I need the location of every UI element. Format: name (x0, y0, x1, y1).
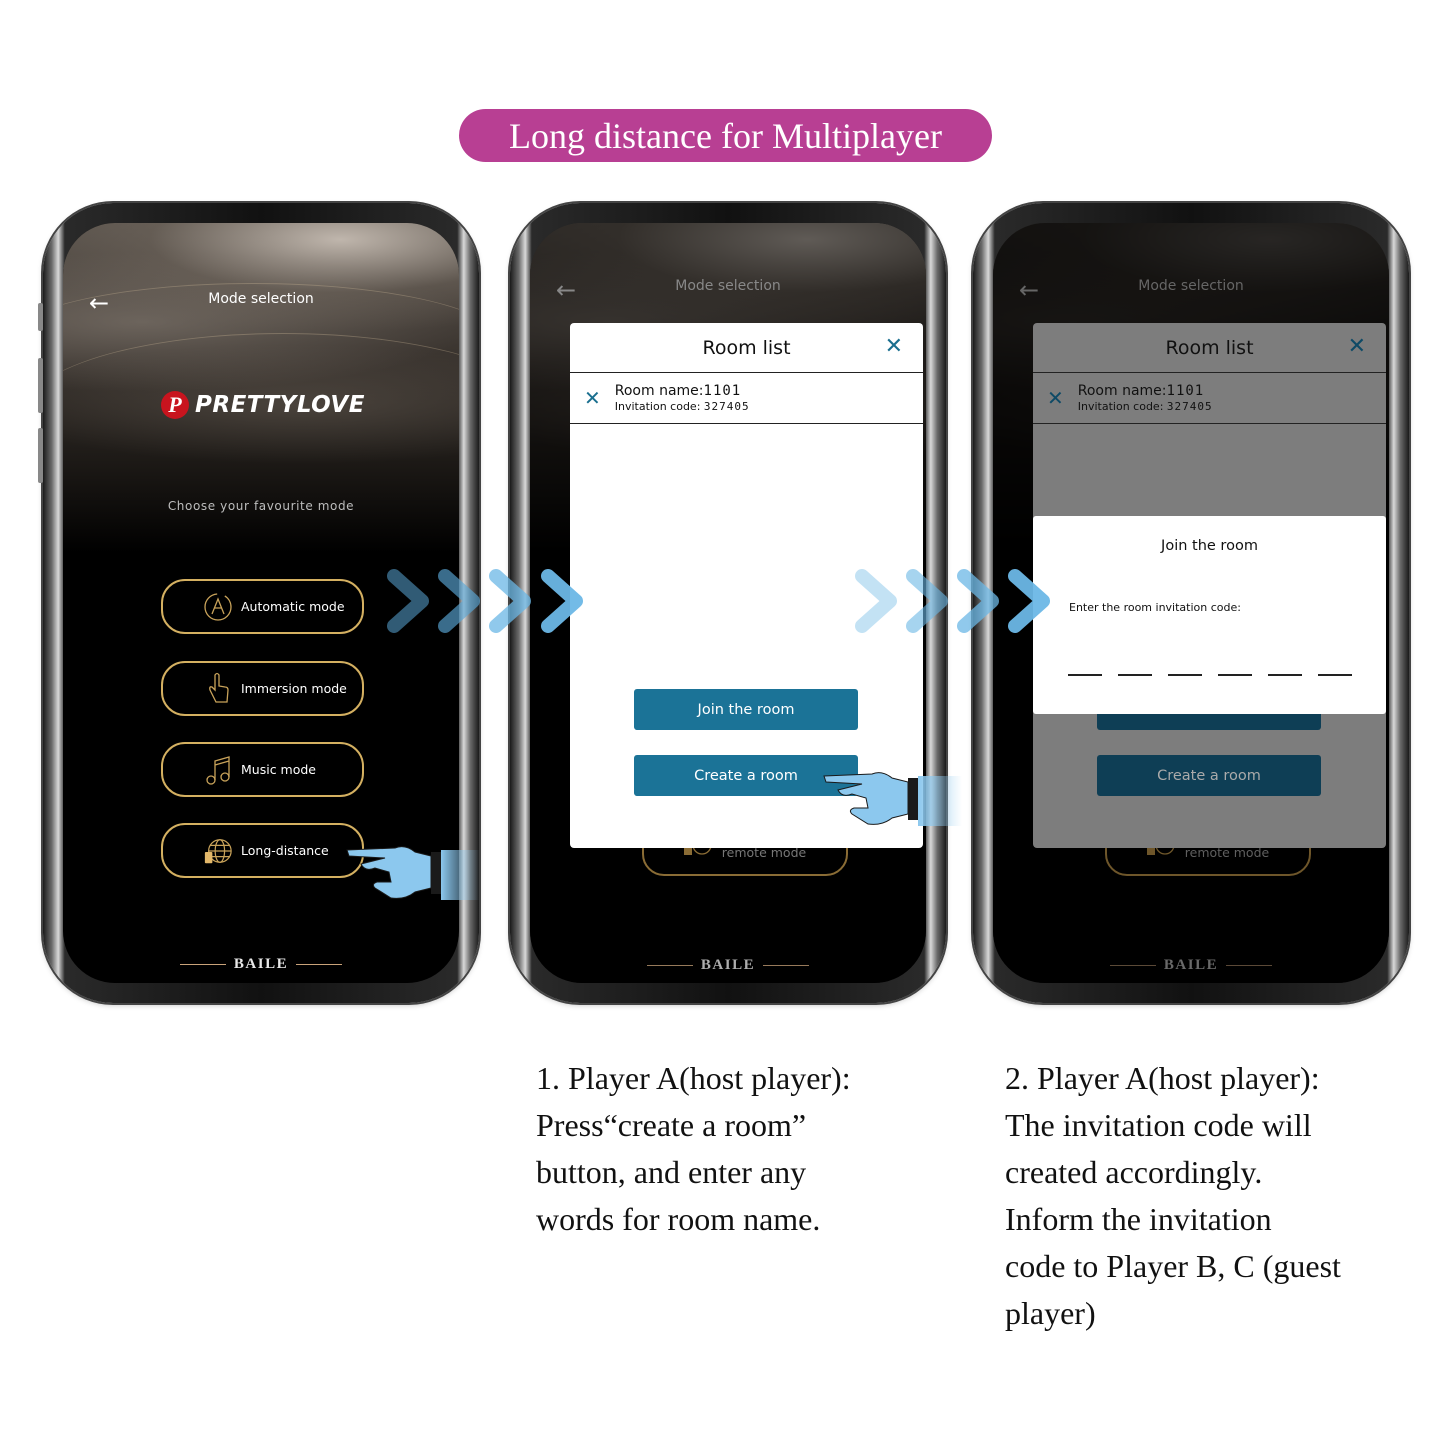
phone-1: ← Mode selection P PRETTYLOVE Choose you… (38, 203, 479, 1003)
join-room-dialog: Join the room Enter the room invitation … (1033, 516, 1386, 714)
behind-button-label: remote mode (721, 845, 807, 860)
behind-button-label: remote mode (1184, 845, 1270, 860)
divider (1109, 964, 1156, 967)
code-digit-slot[interactable] (1118, 674, 1152, 676)
modal-header: Room list ✕ (1033, 323, 1386, 373)
brand-name: BAILE (700, 957, 756, 973)
phone-2: ← Mode selection remote mode Room list ✕… (510, 203, 946, 1003)
chevron-right-icon (437, 568, 483, 634)
room-name: Room name:1101 (1077, 383, 1205, 399)
modal-title: Room list (702, 336, 791, 359)
delete-room-icon[interactable]: ✕ (584, 386, 601, 410)
code-digit-slot[interactable] (1218, 674, 1252, 676)
banner-title: Long distance for Multiplayer (509, 115, 942, 156)
chevron-right-icon (905, 568, 951, 634)
footer-brand: BAILE (993, 957, 1389, 974)
close-icon: ✕ (1347, 334, 1366, 359)
brand-name: BAILE (233, 956, 289, 972)
code-digit-slot[interactable] (1268, 674, 1302, 676)
logo-text: PRETTYLOVE (195, 392, 365, 418)
room-list-item[interactable]: ✕ Room name:1101 Invitation code: 327405 (570, 373, 923, 424)
divider (179, 963, 226, 966)
phone-screen: ← Mode selection P PRETTYLOVE Choose you… (63, 223, 459, 983)
letter-a-cycle-icon (203, 592, 233, 622)
nav-title: Mode selection (1138, 278, 1244, 294)
pointing-hand-icon (822, 768, 962, 836)
brand-logo: P PRETTYLOVE (161, 391, 365, 419)
brand-name: BAILE (1163, 957, 1219, 973)
mode-label: Automatic mode (241, 599, 345, 614)
wave-line (63, 283, 459, 403)
long-distance-button[interactable]: Long-distance (161, 823, 364, 878)
create-room-button: Create a room (1097, 755, 1321, 796)
room-invitation-code: Invitation code: 327405 (1077, 400, 1213, 413)
modal-title: Room list (1165, 336, 1254, 359)
chevron-right-icon (386, 568, 432, 634)
dialog-title: Join the room (1161, 538, 1258, 554)
room-name: Room name:1101 (614, 383, 742, 399)
room-invitation-code: Invitation code: 327405 (614, 400, 750, 413)
chevron-right-icon (854, 568, 900, 634)
nav-title: Mode selection (675, 278, 781, 294)
arrow-left-icon[interactable]: ← (89, 289, 110, 317)
music-mode-button[interactable]: Music mode (161, 742, 364, 797)
divider (296, 963, 343, 966)
phone-side-button (38, 303, 43, 331)
phone-side-button (38, 358, 43, 413)
footer-brand: BAILE (63, 956, 459, 973)
close-icon[interactable]: ✕ (884, 334, 903, 359)
footer-brand: BAILE (530, 957, 926, 974)
join-room-button[interactable]: Join the room (634, 689, 858, 730)
step-1-caption: 1. Player A(host player): Press“create a… (536, 1060, 851, 1237)
chevron-right-icon (488, 568, 534, 634)
chevron-right-icon (1007, 568, 1053, 634)
pointing-hand-icon (345, 842, 480, 910)
phone-screen: ← Mode selection remote mode Room list ✕… (530, 223, 926, 983)
title-banner: Long distance for Multiplayer (459, 109, 992, 162)
invitation-code-label: Enter the room invitation code: (1069, 601, 1241, 614)
mode-label: Music mode (241, 762, 316, 777)
create-room-button[interactable]: Create a room (634, 755, 858, 796)
code-digit-slot[interactable] (1068, 674, 1102, 676)
immersion-mode-button[interactable]: Immersion mode (161, 661, 364, 716)
subtitle: Choose your favourite mode (167, 499, 355, 513)
phone-side-button (38, 428, 43, 483)
invitation-code-input[interactable] (1068, 674, 1352, 676)
divider (646, 964, 693, 967)
wave-line (63, 333, 459, 493)
phone-3: ← Mode selection remote mode Room list ✕… (973, 203, 1409, 1003)
code-digit-slot[interactable] (1318, 674, 1352, 676)
phone-screen: ← Mode selection remote mode Room list ✕… (993, 223, 1389, 983)
modal-header: Room list ✕ (570, 323, 923, 373)
arrow-left-icon: ← (1019, 276, 1040, 304)
nav-title: Mode selection (208, 291, 314, 307)
divider (763, 964, 810, 967)
globe-phone-icon (203, 836, 233, 866)
room-list-item: ✕ Room name:1101 Invitation code: 327405 (1033, 373, 1386, 424)
mode-label: Long-distance (241, 843, 329, 858)
room-list-modal: Room list ✕ ✕ Room name:1101 Invitation … (570, 323, 923, 848)
music-note-icon (203, 755, 233, 785)
code-digit-slot[interactable] (1168, 674, 1202, 676)
divider (1226, 964, 1273, 967)
chevron-right-icon (540, 568, 586, 634)
mode-label: Immersion mode (241, 681, 347, 696)
logo-mark: P (161, 391, 189, 419)
step-2-caption: 2. Player A(host player): The invitation… (1005, 1060, 1341, 1331)
pointing-hand-icon (203, 672, 233, 704)
automatic-mode-button[interactable]: Automatic mode (161, 579, 364, 634)
delete-room-icon: ✕ (1047, 386, 1064, 410)
arrow-left-icon: ← (556, 276, 577, 304)
chevron-right-icon (956, 568, 1002, 634)
